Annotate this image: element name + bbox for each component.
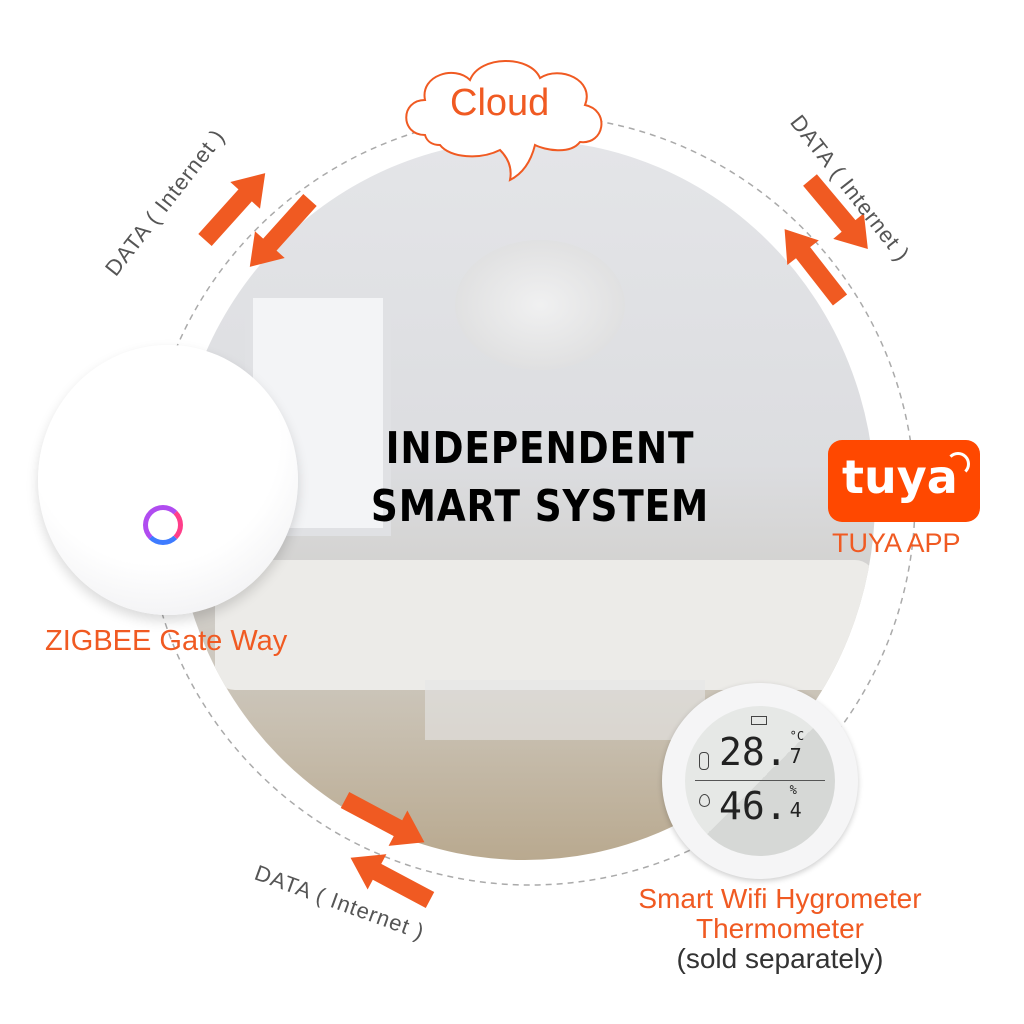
title-line-2: SMART SYSTEM [370,481,710,532]
lcd-display: 28. °C 7 46. % 4 [685,706,835,856]
wifi-icon [946,452,970,476]
title-line-1: INDEPENDENT [385,423,695,474]
hygrometer-image: 28. °C 7 46. % 4 [662,683,858,879]
tuya-logo: tuya [828,440,980,522]
humidity-unit: % [789,783,797,797]
tuya-logo-text: tuya [842,450,958,504]
battery-icon [751,716,767,725]
divider [695,780,825,781]
humidity-value: 46. [719,784,788,828]
zigbee-gateway-image [38,345,298,615]
thermometer-icon [699,752,709,770]
led-ring-icon [143,505,183,545]
humidity-readout: 46. % 4 [719,784,802,828]
hygrometer-label-line-1: Smart Wifi Hygrometer [638,883,922,914]
cloud-label: Cloud [450,82,550,124]
temperature-decimal: 7 [789,744,802,768]
chandelier [455,240,625,370]
temperature-unit: °C [789,729,805,743]
gateway-label: ZIGBEE Gate Way [45,625,288,657]
main-title: INDEPENDENT SMART SYSTEM [362,420,719,536]
droplet-icon [699,794,710,807]
hygrometer-caption: Smart Wifi Hygrometer Thermometer (sold … [580,884,980,974]
temperature-readout: 28. °C 7 [719,730,804,774]
hygrometer-label-line-2: Thermometer [695,913,865,944]
cloud-icon [405,60,603,182]
tuya-app-label: TUYA APP [832,528,961,558]
arrow-right-icon [335,782,434,860]
coffee-table [425,680,705,740]
humidity-decimal: 4 [789,798,802,822]
sold-separately-note: (sold separately) [676,943,884,974]
temperature-value: 28. [719,730,788,774]
sofa [215,560,875,690]
